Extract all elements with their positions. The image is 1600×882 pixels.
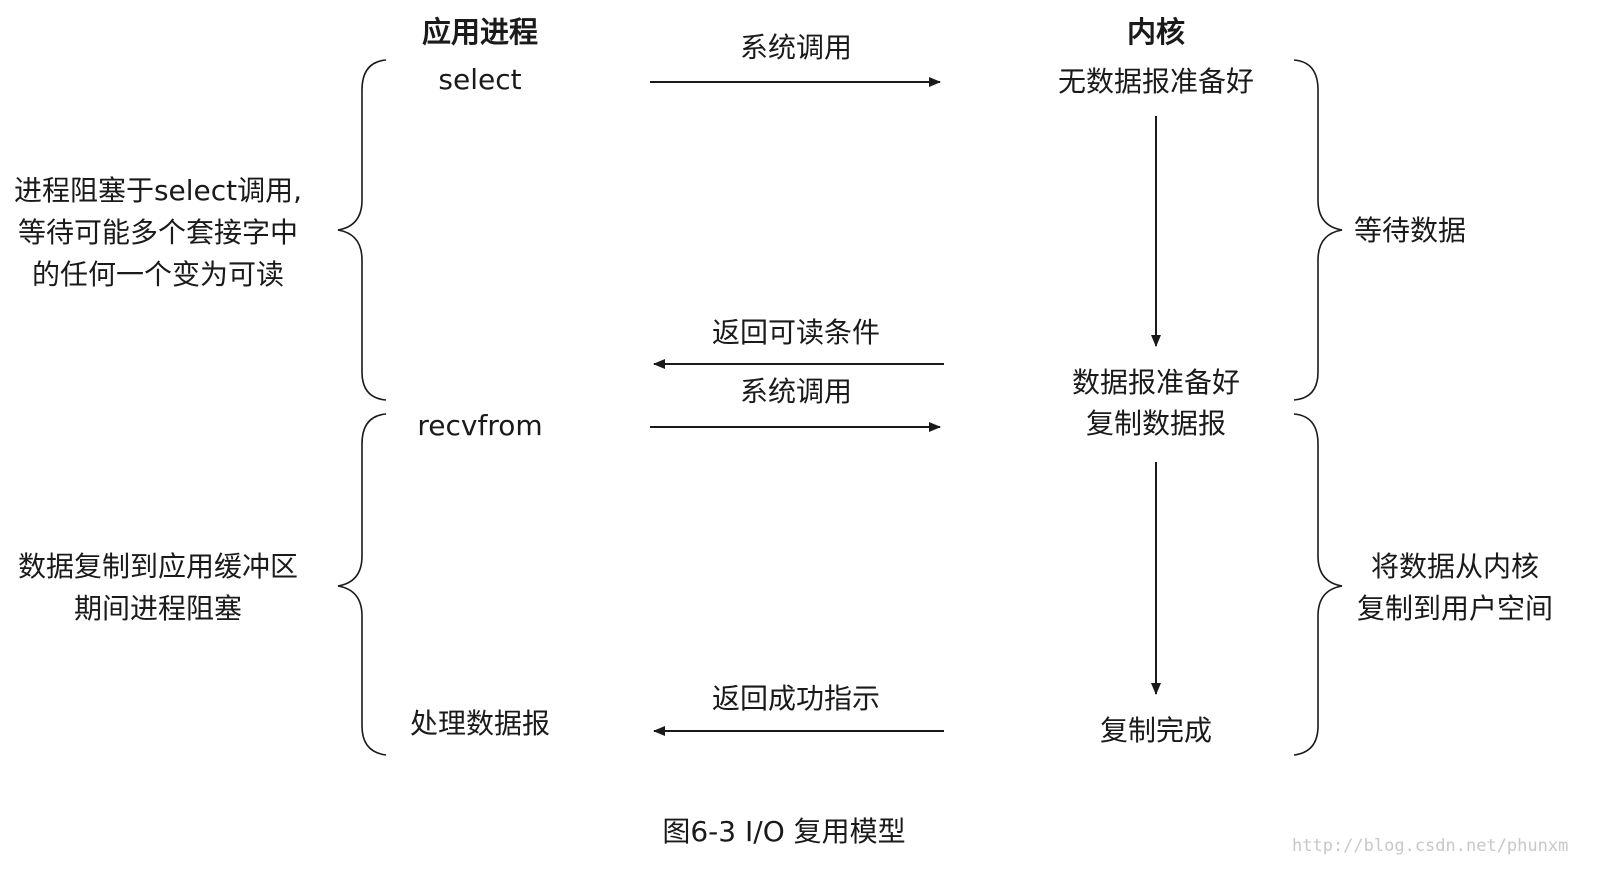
- no-datagram-state: 无数据报准备好: [1057, 65, 1255, 98]
- return-success-label: 返回成功指示: [711, 682, 881, 715]
- left-brace-select: [337, 59, 387, 401]
- right-brace-copy: [1293, 413, 1343, 756]
- recvfrom-label: recvfrom: [417, 409, 543, 442]
- process-datagram-label: 处理数据报: [409, 707, 551, 740]
- datagram-ready-state: 数据报准备好: [1071, 366, 1241, 399]
- blocked-copy-line-1: 数据复制到应用缓冲区: [17, 550, 299, 583]
- return-readable-label: 返回可读条件: [711, 316, 881, 349]
- blocked-copy-line-2: 期间进程阻塞: [73, 592, 243, 625]
- syscall-label-2: 系统调用: [739, 375, 853, 408]
- select-label: select: [438, 63, 522, 96]
- right-brace-wait: [1293, 59, 1343, 401]
- watermark-url: http://blog.csdn.net/phunxm: [1292, 836, 1569, 856]
- figure-caption: 图6-3 I/O 复用模型: [662, 815, 906, 848]
- copy-to-user-line-1: 将数据从内核: [1370, 550, 1540, 583]
- app-process-header: 应用进程: [421, 15, 539, 49]
- copy-to-user-annotation: 将数据从内核 复制到用户空间: [1357, 546, 1553, 630]
- copy-to-user-line-2: 复制到用户空间: [1356, 592, 1554, 625]
- blocked-select-annotation: 进程阻塞于select调用, 等待可能多个套接字中 的任何一个变为可读: [14, 170, 302, 296]
- blocked-select-line-1: 进程阻塞于select调用,: [13, 174, 303, 207]
- copy-datagram-state: 复制数据报: [1085, 407, 1227, 440]
- kernel-header: 内核: [1126, 15, 1186, 49]
- blocked-copy-annotation: 数据复制到应用缓冲区 期间进程阻塞: [18, 546, 298, 630]
- syscall-label-1: 系统调用: [739, 31, 853, 64]
- blocked-select-line-2: 等待可能多个套接字中: [17, 216, 299, 249]
- blocked-select-line-3: 的任何一个变为可读: [31, 258, 285, 291]
- copy-done-state: 复制完成: [1099, 714, 1213, 747]
- wait-data-annotation: 等待数据: [1353, 214, 1467, 247]
- left-brace-copy: [337, 413, 387, 756]
